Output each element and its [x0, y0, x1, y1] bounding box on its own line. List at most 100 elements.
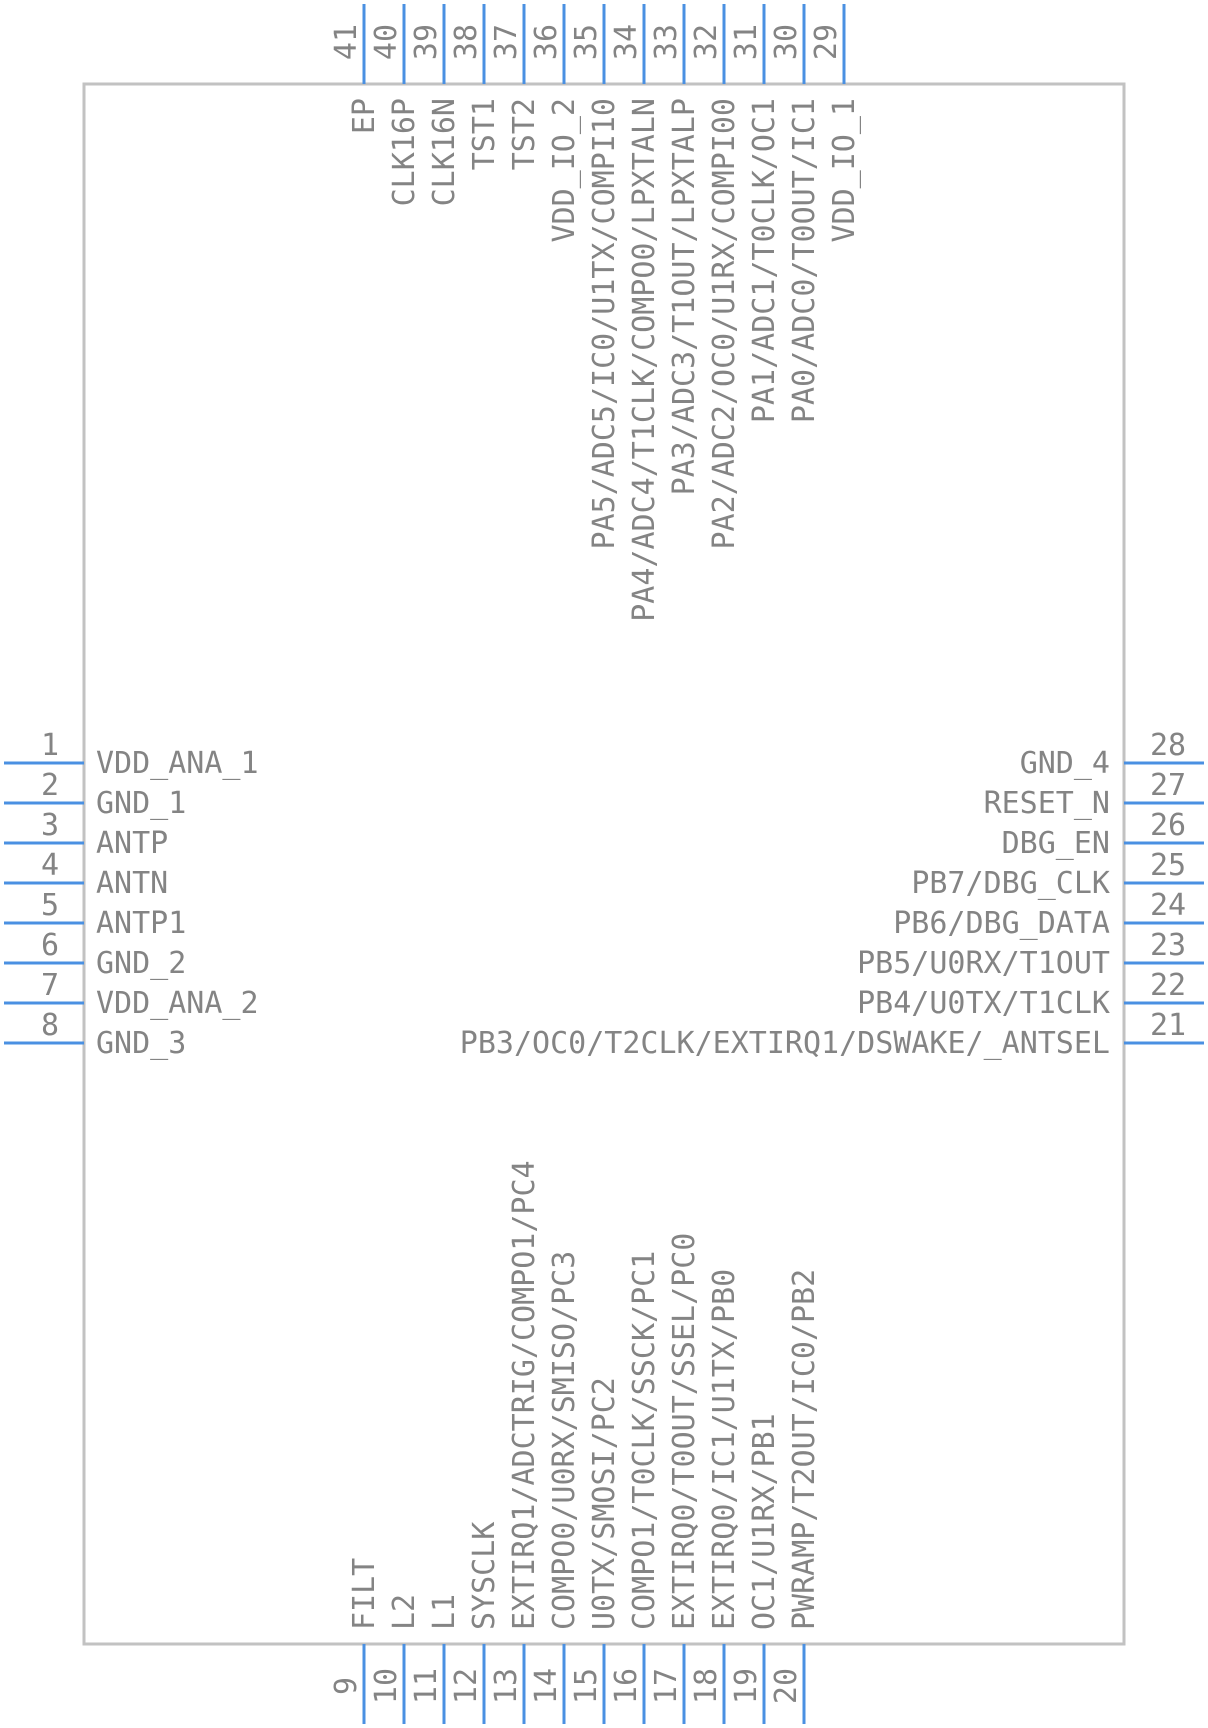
pin-label-extirq0-ic1-u1tx-pb0: EXTIRQ0/IC1/U1TX/PB0 — [707, 1269, 742, 1630]
pin-label-pb5-u0rx-t1out: PB5/U0RX/T1OUT — [857, 946, 1110, 981]
pin-label-vdd-io-1: VDD_IO_1 — [827, 98, 862, 243]
pin-number: 38 — [449, 24, 484, 60]
pin-label-clk16p: CLK16P — [387, 98, 422, 206]
pin-number: 41 — [329, 24, 364, 60]
pin-label-pb6-dbg-data: PB6/DBG_DATA — [893, 906, 1110, 941]
pin-label-clk16n: CLK16N — [427, 98, 462, 206]
pin-number: 13 — [489, 1668, 524, 1704]
pin-label-pwramp-t2out-ic0-pb2: PWRAMP/T2OUT/IC0/PB2 — [787, 1269, 822, 1630]
pin-number: 28 — [1150, 728, 1186, 763]
pin-label-vdd-ana-2: VDD_ANA_2 — [96, 986, 259, 1021]
pin-number: 5 — [41, 888, 59, 923]
pin-label-pa3-adc3-t1out-lpxtalp: PA3/ADC3/T1OUT/LPXTALP — [667, 98, 702, 495]
pin-number: 37 — [489, 24, 524, 60]
pin-number: 24 — [1150, 888, 1186, 923]
pin-number: 8 — [41, 1008, 59, 1043]
pin-label-u0tx-smosi-pc2: U0TX/SMOSI/PC2 — [587, 1377, 622, 1630]
pin-number: 22 — [1150, 968, 1186, 1003]
pin-number: 20 — [769, 1668, 804, 1704]
pin-13: 13 EXTIRQ1/ADCTRIG/COMPO1/PC4 — [489, 1160, 542, 1724]
pin-label-extirq0-t0out-ssel-pc0: EXTIRQ0/T0OUT/SSEL/PC0 — [667, 1233, 702, 1630]
pin-label-pa2-adc2-oc0-u1rx-compi00: PA2/ADC2/OC0/U1RX/COMPI00 — [707, 98, 742, 550]
pin-number: 25 — [1150, 848, 1186, 883]
pin-label-gnd-2: GND_2 — [96, 946, 186, 981]
pin-number: 26 — [1150, 808, 1186, 843]
pin-number: 9 — [329, 1677, 364, 1695]
pin-number: 3 — [41, 808, 59, 843]
pin-label-vdd-io-2: VDD_IO_2 — [547, 98, 582, 243]
pin-label-gnd-3: GND_3 — [96, 1026, 186, 1061]
pin-number: 23 — [1150, 928, 1186, 963]
pin-label-pb4-u0tx-t1clk: PB4/U0TX/T1CLK — [857, 986, 1110, 1021]
pin-label-extirq1-adctrig-compo1-pc4: EXTIRQ1/ADCTRIG/COMPO1/PC4 — [507, 1160, 542, 1630]
pin-number: 33 — [649, 24, 684, 60]
pin-number: 31 — [729, 24, 764, 60]
pin-number: 16 — [609, 1668, 644, 1704]
pin-label-pb3-oc0-t2clk-extirq1-dswake-antsel: PB3/OC0/T2CLK/EXTIRQ1/DSWAKE/_ANTSEL — [460, 1026, 1110, 1061]
pin-label-pb7-dbg-clk: PB7/DBG_CLK — [911, 866, 1110, 901]
pin-number: 2 — [41, 768, 59, 803]
pin-label-tst2: TST2 — [507, 98, 542, 170]
pin-label-antp: ANTP — [96, 826, 168, 861]
pin-label-pa5-adc5-ic0-u1tx-compi10: PA5/ADC5/IC0/U1TX/COMPI10 — [587, 98, 622, 550]
pin-label-gnd-1: GND_1 — [96, 786, 186, 821]
pin-label-sysclk: SYSCLK — [467, 1522, 502, 1630]
pin-number: 6 — [41, 928, 59, 963]
pin-number: 17 — [649, 1668, 684, 1704]
pin-label-ep: EP — [347, 98, 382, 134]
pin-number: 40 — [369, 24, 404, 60]
pin-label-oc1-u1rx-pb1: OC1/U1RX/PB1 — [747, 1413, 782, 1630]
pin-number: 27 — [1150, 768, 1186, 803]
pin-number: 35 — [569, 24, 604, 60]
pin-number: 4 — [41, 848, 59, 883]
pin-number: 11 — [409, 1668, 444, 1704]
pin-number: 32 — [689, 24, 724, 60]
pin-label-l2: L2 — [387, 1594, 422, 1630]
pin-label-pa0-adc0-t0out-ic1: PA0/ADC0/T0OUT/IC1 — [787, 98, 822, 423]
pin-20: 20 PWRAMP/T2OUT/IC0/PB2 — [769, 1269, 822, 1724]
pin-label-reset-n: RESET_N — [984, 786, 1110, 821]
pin-number: 30 — [769, 24, 804, 60]
pin-label-vdd-ana-1: VDD_ANA_1 — [96, 746, 259, 781]
pin-18: 18 EXTIRQ0/IC1/U1TX/PB0 — [689, 1269, 742, 1724]
pin-label-gnd-4: GND_4 — [1020, 746, 1110, 781]
pin-number: 14 — [529, 1668, 564, 1704]
pin-number: 18 — [689, 1668, 724, 1704]
pin-label-compo1-t0clk-ssck-pc1: COMPO1/T0CLK/SSCK/PC1 — [627, 1251, 662, 1630]
pin-number: 34 — [609, 24, 644, 60]
pin-number: 29 — [809, 24, 844, 60]
pin-label-pa4-adc4-t1clk-compo0-lpxtaln: PA4/ADC4/T1CLK/COMPO0/LPXTALN — [627, 98, 662, 622]
pin-number: 7 — [41, 968, 59, 1003]
pin-number: 39 — [409, 24, 444, 60]
